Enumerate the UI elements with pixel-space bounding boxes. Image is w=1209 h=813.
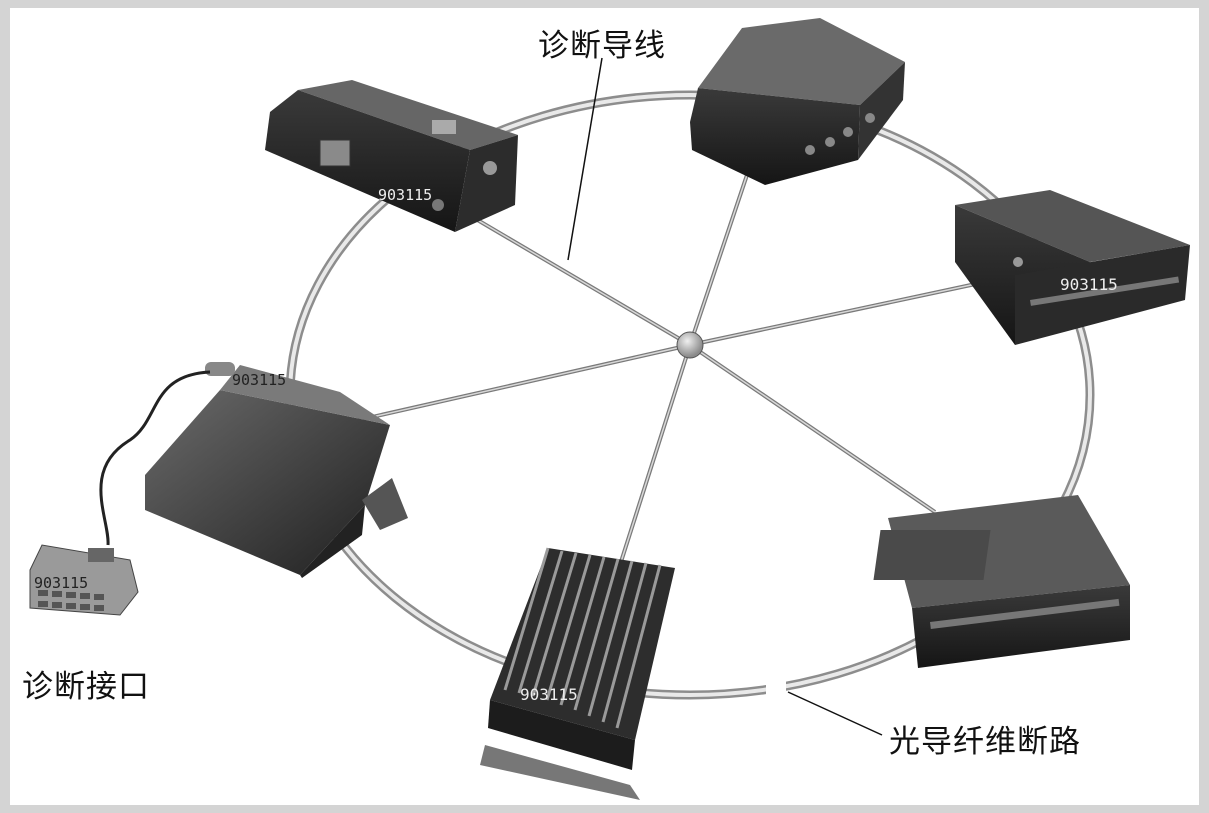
module-code-right-upper: 903115 xyxy=(1060,275,1118,294)
module-code-top-left: 903115 xyxy=(378,186,432,204)
module-code-amplifier: 903115 xyxy=(520,685,578,704)
module-left-ecu: 903115 xyxy=(145,362,408,578)
module-code-left-ecu: 903115 xyxy=(232,371,286,389)
module-code-connector: 903115 xyxy=(34,574,88,592)
module-amplifier: 903115 xyxy=(480,547,675,800)
label-diagnostic-wire: 诊断导线 xyxy=(538,28,666,64)
module-top-right xyxy=(690,18,905,185)
diagnostic-connector: 903115 xyxy=(29,544,139,616)
label-fiber-break: 光导纤维断路 xyxy=(889,724,1081,760)
label-diagnostic-port: 诊断接口 xyxy=(22,669,150,705)
leader-diagnostic-wire xyxy=(567,57,603,261)
fiber-break-gap xyxy=(766,664,786,700)
central-hub xyxy=(676,331,704,359)
module-right-lower xyxy=(873,495,1130,668)
module-top-left: 903115 xyxy=(265,80,518,232)
diagnostic-cable xyxy=(99,370,211,546)
leader-fiber-break xyxy=(787,691,883,736)
module-right-upper: 903115 xyxy=(955,190,1190,345)
